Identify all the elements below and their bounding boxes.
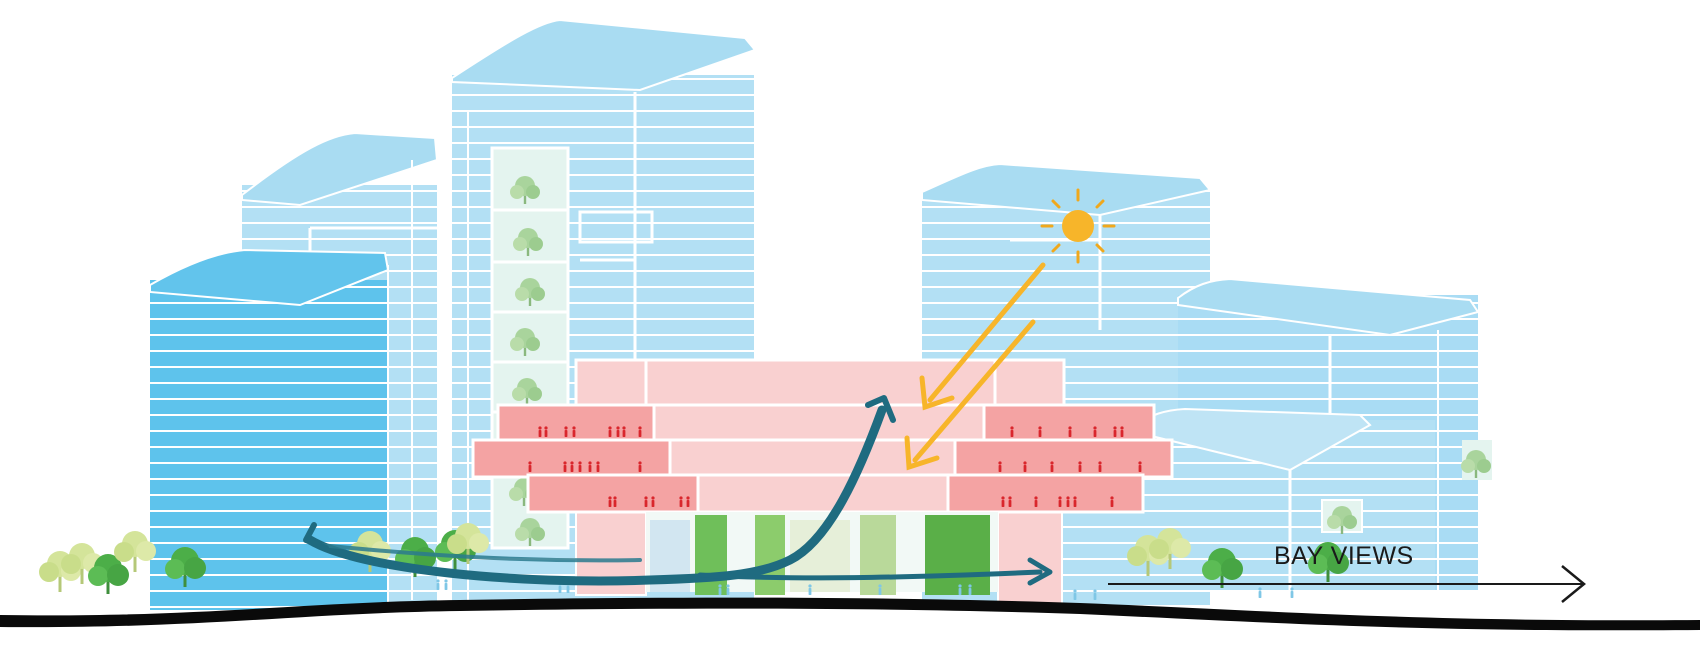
tower-lower-right: [1134, 407, 1492, 590]
atrium-vertical-gardens: [650, 515, 990, 595]
bay-views-label: BAY VIEWS: [1274, 542, 1414, 570]
ground-line: [0, 597, 1700, 631]
view-arrow-icon: [1108, 565, 1586, 603]
sunlight-arrow-icon: [904, 262, 1046, 471]
sun-icon: [1040, 188, 1116, 264]
airflow-arrow-icon: [303, 395, 1053, 586]
